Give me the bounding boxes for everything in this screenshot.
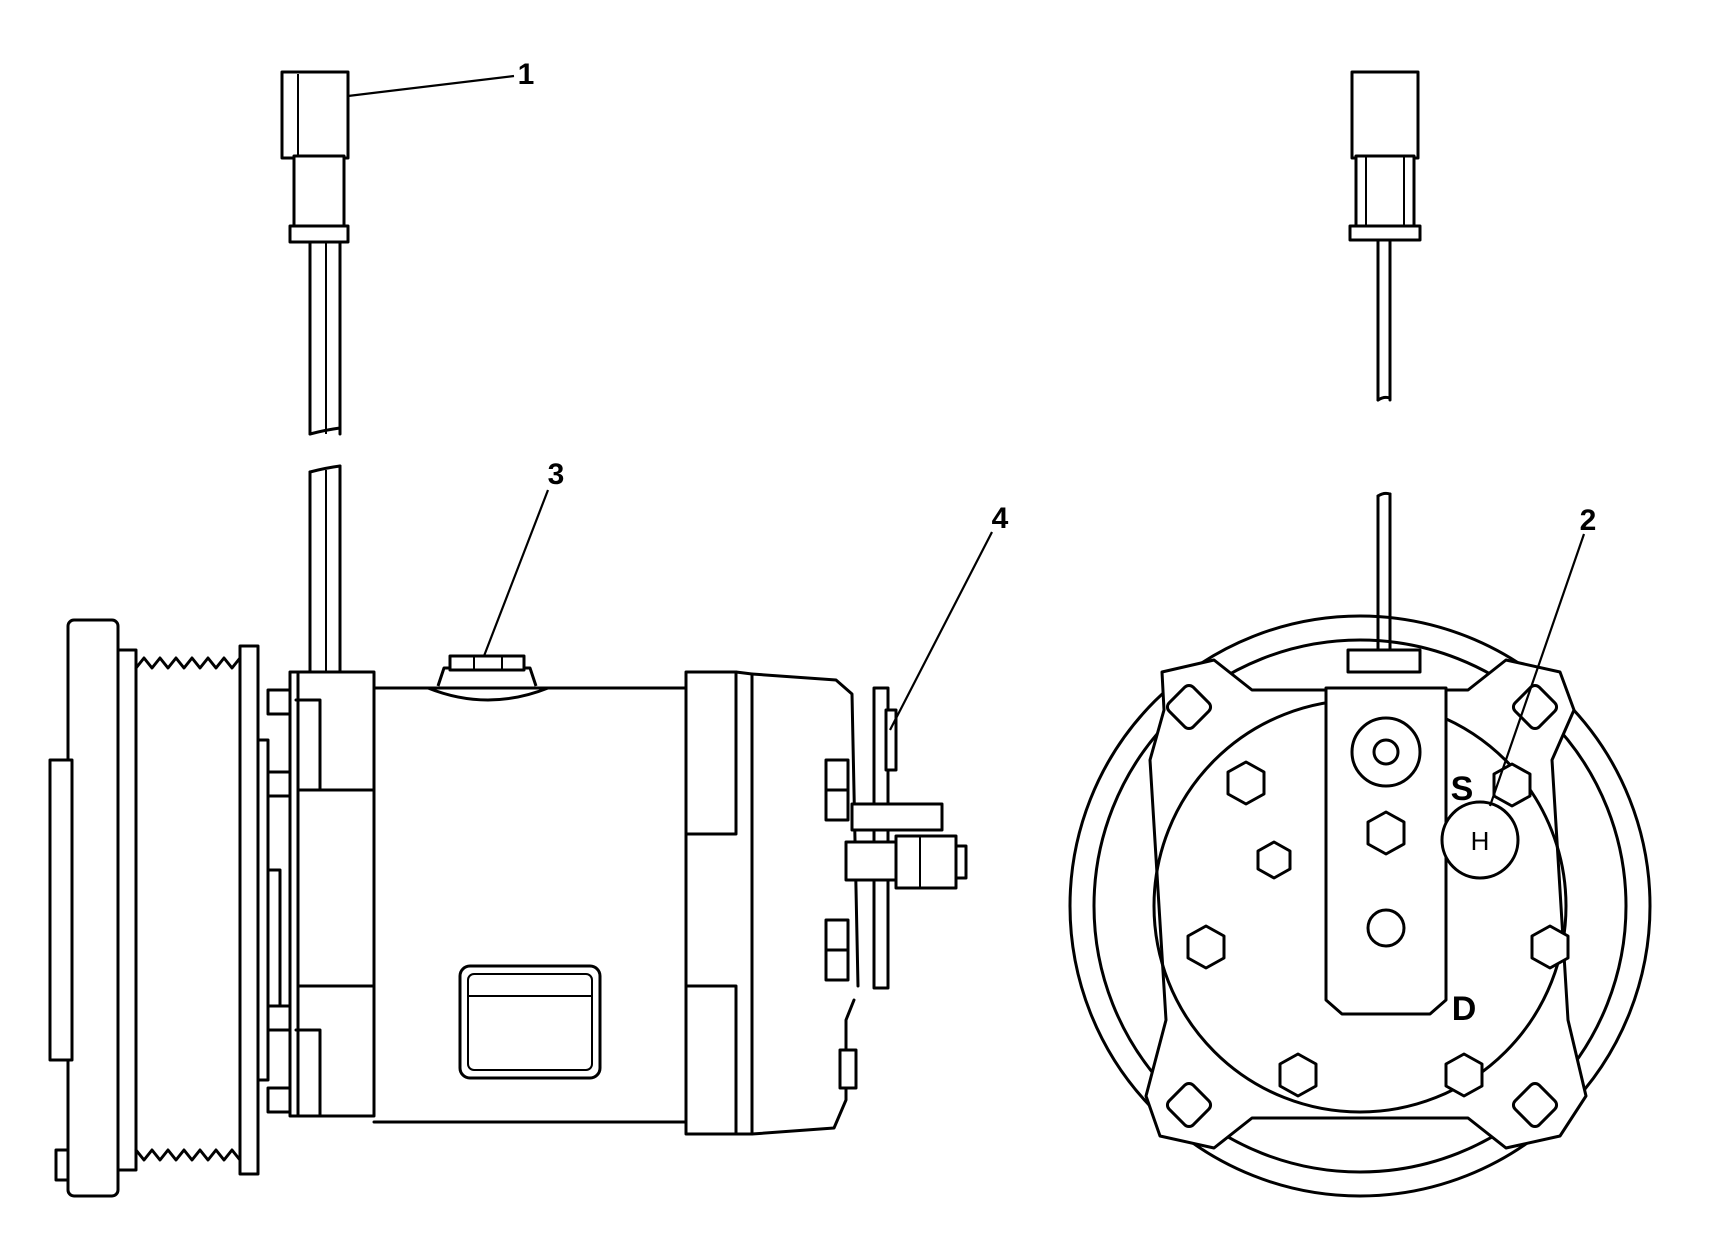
clutch-housing xyxy=(1068,614,1652,1198)
clutch-pulley xyxy=(48,618,282,1198)
service-valve-plate xyxy=(1324,686,1448,1016)
suction-port-cap: H xyxy=(1440,800,1520,880)
callout-2: 2 xyxy=(1580,504,1597,537)
suction-cap-stamp: H xyxy=(1471,826,1490,856)
suction-port-label: S xyxy=(1451,770,1474,808)
discharge-port-label: D xyxy=(1452,990,1477,1028)
sensor-connector-side xyxy=(280,70,350,674)
compressor-rear-view: H S D xyxy=(1068,70,1652,1198)
callout-4: 4 xyxy=(992,502,1009,535)
sensor-connector-rear xyxy=(1348,70,1422,652)
top-fitting xyxy=(1346,648,1422,674)
compressor-side-view xyxy=(48,70,968,1198)
flange-bolt-holes xyxy=(1165,683,1559,1129)
head-bolts xyxy=(1186,760,1570,1098)
callout-3: 3 xyxy=(548,458,565,491)
callouts: 1 3 4 2 xyxy=(347,58,1597,807)
callout-1: 1 xyxy=(518,58,535,91)
rear-head xyxy=(684,670,968,1136)
front-head xyxy=(266,670,376,1118)
compressor-body xyxy=(372,654,688,1124)
